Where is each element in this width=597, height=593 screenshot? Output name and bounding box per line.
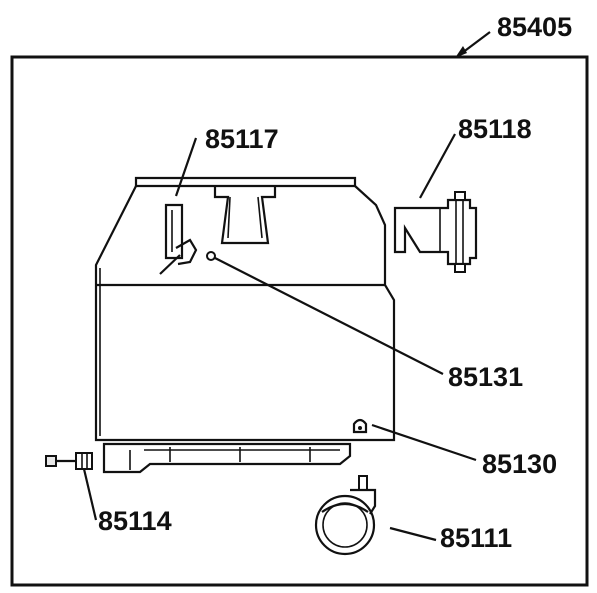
screw-head <box>206 251 216 261</box>
label-85118: 85118 <box>458 114 532 144</box>
diagram-frame <box>10 55 589 587</box>
label-85117: 85117 <box>205 124 279 154</box>
latch-part <box>352 418 368 434</box>
callout-85111: 85111 <box>389 523 512 553</box>
label-85130: 85130 <box>482 449 557 479</box>
callout-85114: 85114 <box>82 468 172 536</box>
label-85111: 85111 <box>440 523 512 553</box>
handle-bracket-part <box>393 191 478 273</box>
label-85114: 85114 <box>98 506 172 536</box>
label-85131: 85131 <box>448 362 523 392</box>
assembly-label: 85405 <box>497 12 572 42</box>
cabinet-base <box>102 442 352 474</box>
cabinet-body <box>94 176 396 442</box>
callout-85118: 85118 <box>419 114 532 199</box>
assembly-callout: 85405 <box>455 12 572 58</box>
callout-85131: 85131 <box>214 257 523 392</box>
callout-85130: 85130 <box>371 423 557 479</box>
caster-part <box>314 475 377 556</box>
callout-85117: 85117 <box>174 124 279 197</box>
pin-part <box>45 452 93 470</box>
